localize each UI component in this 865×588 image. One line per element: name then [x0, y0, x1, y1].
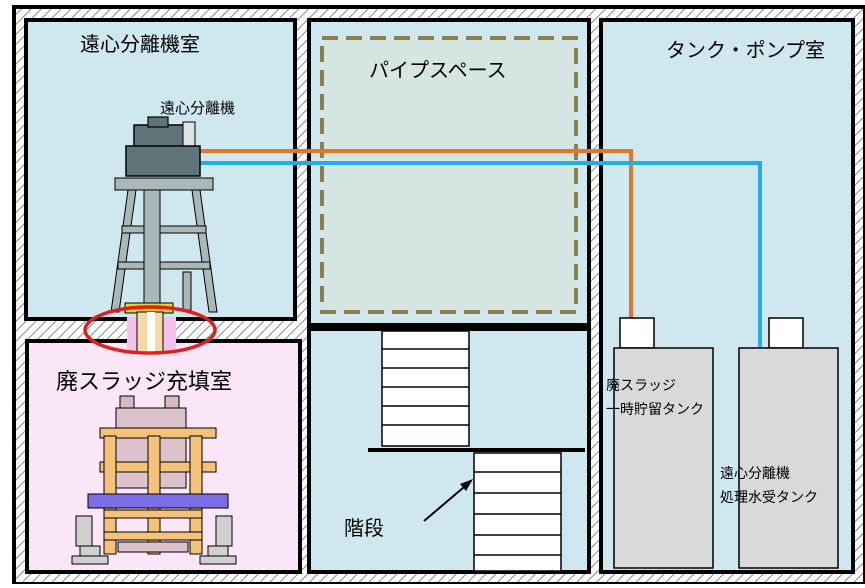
treated-water-tank: [738, 317, 839, 569]
highlight-ellipse: [83, 305, 217, 355]
treated-tank-label-line2: 処理水受タンク: [720, 490, 818, 506]
stairs-pointer-arrow: [423, 481, 471, 522]
treated-tank-label-line1: 遠心分離機: [720, 466, 790, 482]
filling-equipment: [71, 395, 237, 565]
centrifuge-support-tower: [110, 177, 218, 313]
tank-pump-room-label: タンク・ポンプ室: [666, 38, 825, 62]
stairs-label: 階段: [344, 516, 384, 540]
sludge-tank-label-line1: 廃スラッジ: [606, 378, 676, 394]
sludge-filling-room-label: 廃スラッジ充填室: [56, 370, 233, 395]
treated-water-pipe: [200, 161, 762, 350]
sludge-pipe: [200, 149, 633, 346]
pipe-space-boundary: [320, 36, 578, 314]
lower-stair-flight: [473, 452, 562, 572]
pipe-space-label: パイプスペース: [369, 58, 507, 82]
centrifuge-room-label: 遠心分離機室: [80, 32, 200, 56]
container-band: [87, 493, 229, 509]
centrifuge-machine: [125, 116, 201, 177]
upper-stair-flight: [381, 330, 470, 447]
stairs: [368, 330, 585, 572]
sludge-tank-label-line2: 一時貯留タンク: [606, 402, 704, 418]
sludge-temporary-tank: [613, 317, 714, 569]
centrifuge-label: 遠心分離機: [160, 99, 236, 117]
